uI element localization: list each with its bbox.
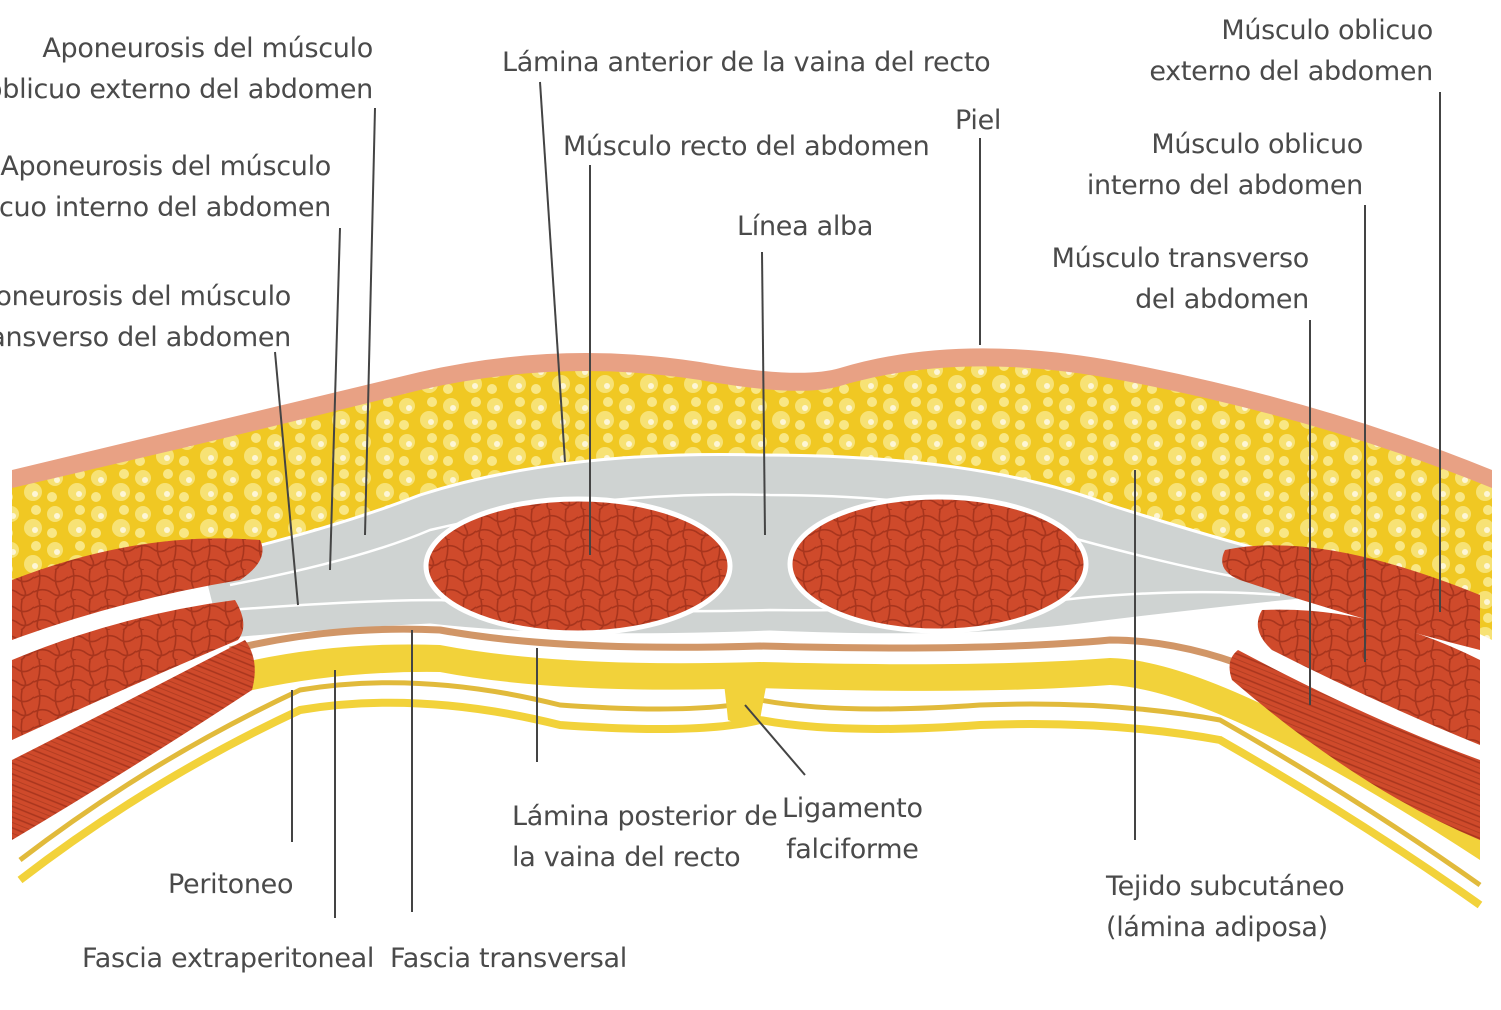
rectus-muscle-left	[423, 496, 733, 636]
left-transverse	[12, 640, 255, 840]
left-external-oblique	[12, 538, 263, 640]
falciform-ligament	[722, 668, 770, 724]
label-transversalis-fascia: Fascia transversal	[390, 943, 627, 974]
label-extraperitoneal-fascia: Fascia extraperitoneal	[82, 943, 375, 974]
right-transverse	[1229, 650, 1480, 840]
label-peritoneum: Peritoneo	[168, 869, 294, 900]
label-linea-alba: Línea alba	[737, 211, 874, 242]
rectus-muscle-right	[787, 494, 1089, 634]
label-subcutaneous-tissue: Tejido subcutáneo(lámina adiposa)	[1106, 871, 1345, 943]
subcutaneous-fat	[12, 366, 1492, 640]
label-anterior-rectus-sheath: Lámina anterior de la vaina del recto	[502, 47, 991, 78]
right-external-oblique	[1222, 545, 1480, 650]
extraperitoneal-fat	[180, 644, 1480, 860]
right-internal-oblique	[1257, 609, 1480, 745]
label-rectus-muscle: Músculo recto del abdomen	[563, 131, 930, 162]
leader-lines	[274, 81, 1441, 918]
label-skin: Piel	[955, 105, 1002, 136]
left-internal-oblique	[12, 600, 244, 740]
